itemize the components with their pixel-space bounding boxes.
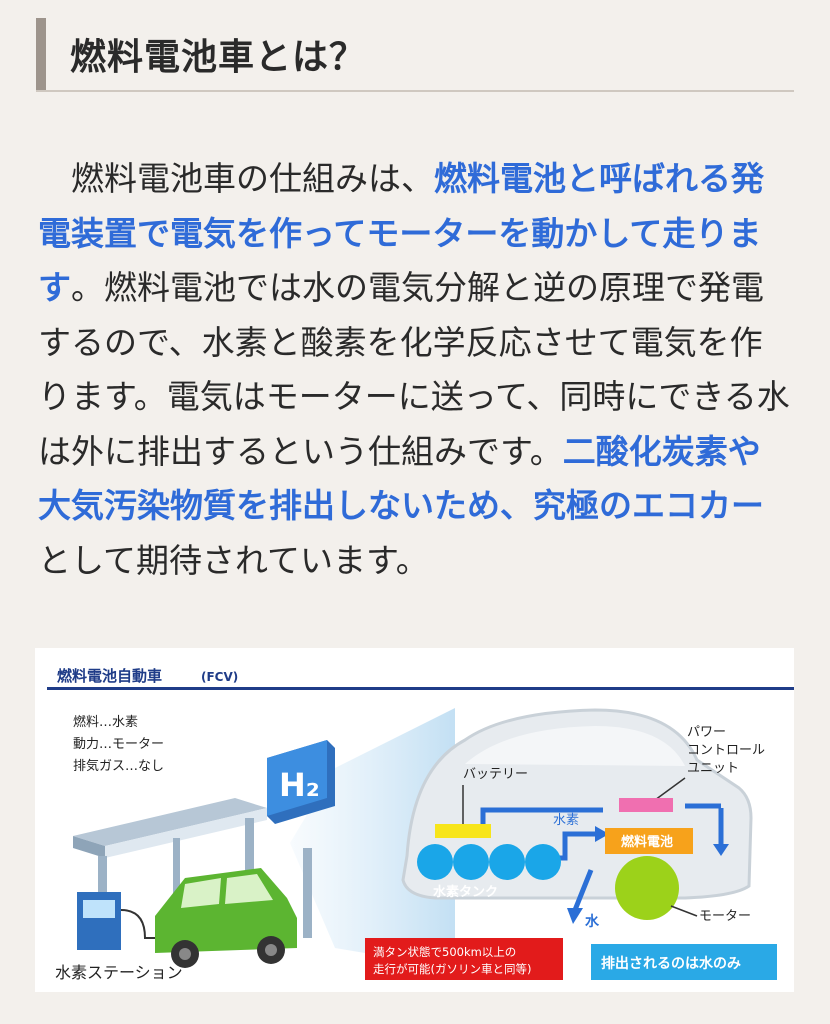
- water-label: 水: [585, 913, 600, 930]
- hydrogen-dispenser: [77, 892, 175, 950]
- paragraph-indent: [38, 159, 71, 198]
- diagram-title: 燃料電池自動車: [57, 667, 162, 685]
- pcu-label-2: コントロール: [687, 743, 765, 758]
- motor-arrowhead: [713, 844, 729, 856]
- pcu-block: [619, 798, 673, 812]
- fuel-cell-label: 燃料電池: [621, 834, 673, 850]
- section-heading: 燃料電池車とは？: [36, 18, 794, 92]
- water-arrowhead: [567, 908, 583, 924]
- battery-label: バッテリー: [463, 767, 528, 782]
- diagram-title-suffix: (FCV): [201, 670, 238, 684]
- range-note-line-1: 満タン状態で500km以上の: [373, 945, 516, 959]
- section-title: 燃料電池車とは？: [70, 37, 367, 78]
- motor-circle: [615, 856, 679, 920]
- pcu-label-1: パワー: [687, 725, 726, 740]
- green-car-illustration: [155, 868, 297, 968]
- paragraph-text-1: 燃料電池車の仕組みは、: [71, 159, 434, 198]
- hydrogen-tanks: [417, 844, 561, 880]
- exhaust-note-text: 排出されるのは水のみ: [601, 955, 741, 972]
- spec-exhaust: 排気ガス…なし: [73, 758, 164, 774]
- spec-power: 動力…モーター: [73, 737, 164, 752]
- pcu-leader-line: [654, 777, 686, 801]
- h2-sign: H₂: [267, 740, 335, 938]
- paragraph-text-3: として期待されています。: [38, 540, 429, 580]
- fcv-diagram: 燃料電池自動車 (FCV) 燃料…水素 動力…モーター 排気ガス…なし H₂: [35, 648, 794, 992]
- exhaust-note-box: [591, 944, 777, 980]
- pcu-label-3: ユニット: [687, 761, 739, 776]
- range-note-box: [365, 938, 563, 980]
- heading-accent-bar: [36, 18, 46, 90]
- body-paragraph: 燃料電池車の仕組みは、燃料電池と呼ばれる発電装置で電気を作ってモーターを動かして…: [38, 152, 790, 588]
- fuel-cell-block: [605, 828, 693, 854]
- range-note-line-2: 走行が可能(ガソリン車と同等): [373, 962, 531, 976]
- battery-block: [435, 824, 491, 838]
- spec-fuel: 燃料…水素: [73, 714, 138, 730]
- motor-label: モーター: [699, 909, 751, 924]
- tank-label: 水素タンク: [433, 884, 498, 900]
- highlight-text-2: 二酸化炭素や大気汚染物質を排出しないため、究極のエコカー: [38, 431, 764, 526]
- title-underline: [47, 687, 794, 690]
- highlight-text-1: 燃料電池と呼ばれる発電装置で電気を作ってモーターを動かして走ります: [38, 159, 764, 307]
- beam-shape: [290, 708, 455, 968]
- hydrogen-flow-label: 水素: [553, 813, 579, 828]
- hydrogen-arrowhead: [595, 826, 609, 842]
- station-label: 水素ステーション: [55, 963, 183, 982]
- paragraph-text-2: 。燃料電池では水の電気分解と逆の原理で発電するので、水素と酸素を化学反応させて電…: [38, 268, 790, 471]
- motor-leader-line: [670, 905, 698, 917]
- h2-sign-text: H₂: [279, 766, 320, 804]
